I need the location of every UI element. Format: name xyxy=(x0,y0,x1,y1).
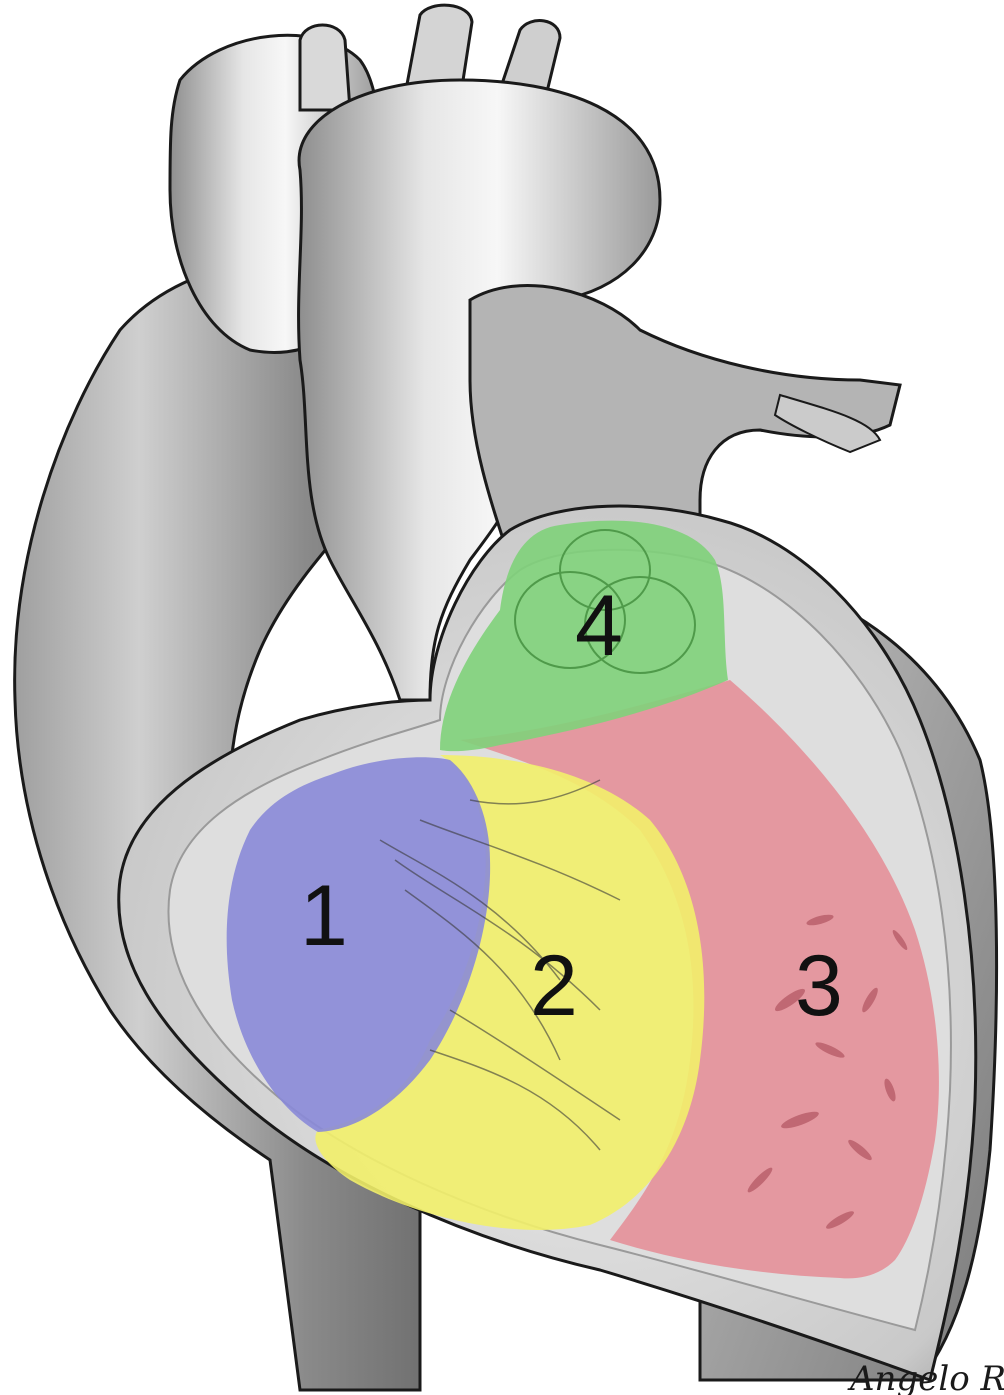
aortic-valve-cusp xyxy=(559,529,651,611)
arch-branch-2 xyxy=(403,3,474,102)
trabeculae xyxy=(747,914,908,1229)
region-2-label: 2 xyxy=(530,938,578,1034)
arch-branch-1 xyxy=(298,23,352,112)
region-1-area xyxy=(226,757,491,1132)
aortic-valve-cusp xyxy=(584,576,696,674)
region-1-shape xyxy=(226,757,491,1132)
region-4-area xyxy=(440,520,728,752)
artist-signature: Angelo Rutty xyxy=(847,1359,1004,1395)
region-3-label: 3 xyxy=(795,938,843,1034)
region-1-label: 1 xyxy=(300,868,348,964)
aortic-valve-cusp xyxy=(514,571,626,669)
region-4-label: 4 xyxy=(575,578,623,674)
arch-branch-3 xyxy=(498,19,562,102)
chordae-tendineae xyxy=(379,779,621,1151)
pulmonary-branch xyxy=(773,393,882,454)
